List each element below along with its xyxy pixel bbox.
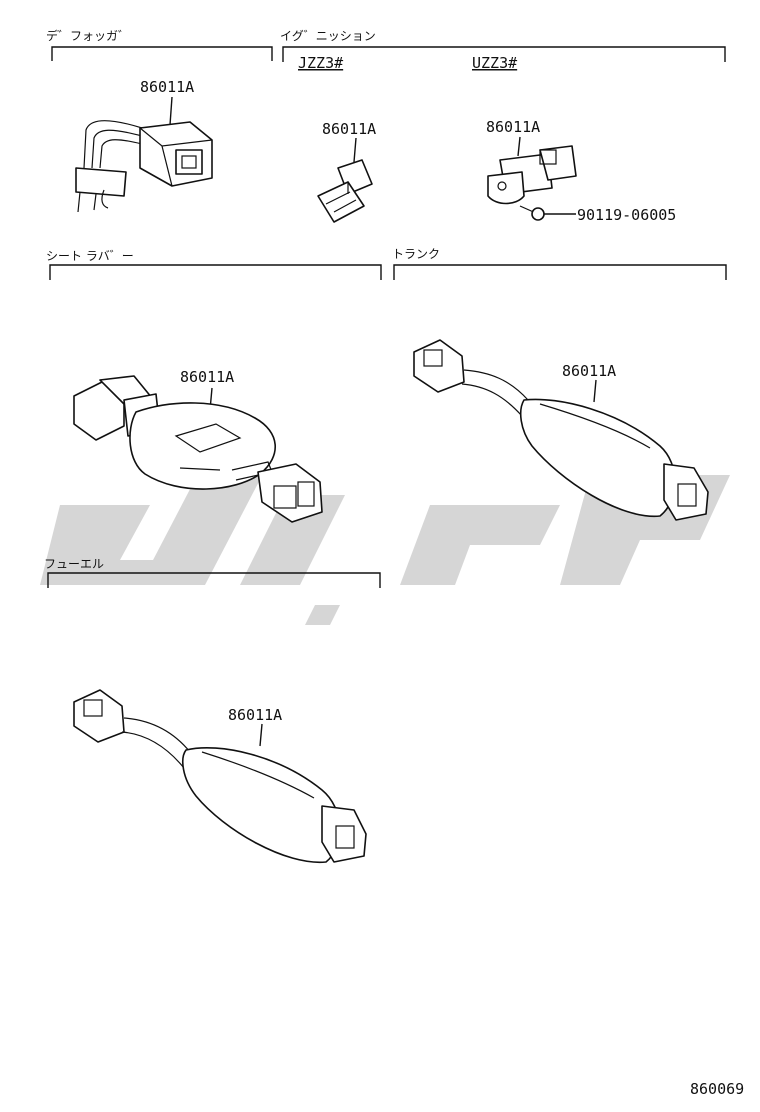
trunk-part-no: 86011A xyxy=(562,362,616,380)
defogger-title: デ゛フォッガ゛ xyxy=(46,28,130,43)
fuel-harness xyxy=(73,689,367,864)
ignition-bolt xyxy=(519,205,545,221)
ignition-title: イグ゛ニッション xyxy=(280,29,376,43)
ignition-jzz-connector xyxy=(317,159,373,223)
seat-rubber-harness xyxy=(73,375,323,523)
section-defogger: デ゛フォッガ゛ 86011A xyxy=(46,28,273,213)
ignition-uzz-leader xyxy=(517,136,521,157)
defogger-part-no: 86011A xyxy=(140,78,194,96)
ignition-variant-jzz: JZZ3# xyxy=(298,54,343,72)
ignition-variant-uzz: UZZ3# xyxy=(472,54,517,72)
trunk-title: トランク xyxy=(392,247,440,261)
fuel-part-no: 86011A xyxy=(228,706,282,724)
ignition-uzz-part-no: 86011A xyxy=(486,118,540,136)
seat-rubber-part-no: 86011A xyxy=(180,368,234,386)
section-seat-rubber: シート ラバ゛ー 86011A xyxy=(46,249,382,523)
ignition-jzz-part-no: 86011A xyxy=(322,120,376,138)
trunk-leader xyxy=(593,379,597,403)
defogger-harness xyxy=(75,120,213,213)
watermark-logo xyxy=(40,470,730,625)
defogger-leader xyxy=(169,96,173,126)
ignition-uzz-sensor xyxy=(487,145,577,205)
seat-rubber-bracket xyxy=(49,264,382,280)
defogger-bracket xyxy=(51,46,273,61)
fuel-bracket xyxy=(47,572,381,588)
section-trunk: トランク 86011A xyxy=(392,247,727,521)
trunk-bracket xyxy=(393,264,727,280)
seat-rubber-title: シート ラバ゛ー xyxy=(46,249,134,263)
trunk-harness xyxy=(413,339,709,521)
ignition-bolt-no: 90119-06005 xyxy=(577,206,676,224)
fuel-title: フューエル xyxy=(44,557,104,571)
section-ignition: イグ゛ニッション JZZ3# UZZ3# 86011A 86011A 90119… xyxy=(280,29,726,224)
section-fuel: フューエル 86011A xyxy=(44,557,381,864)
ignition-jzz-leader xyxy=(353,137,357,163)
ignition-bracket xyxy=(282,46,726,62)
fuel-leader xyxy=(259,723,263,747)
diagram-number: 860069 xyxy=(690,1080,744,1098)
